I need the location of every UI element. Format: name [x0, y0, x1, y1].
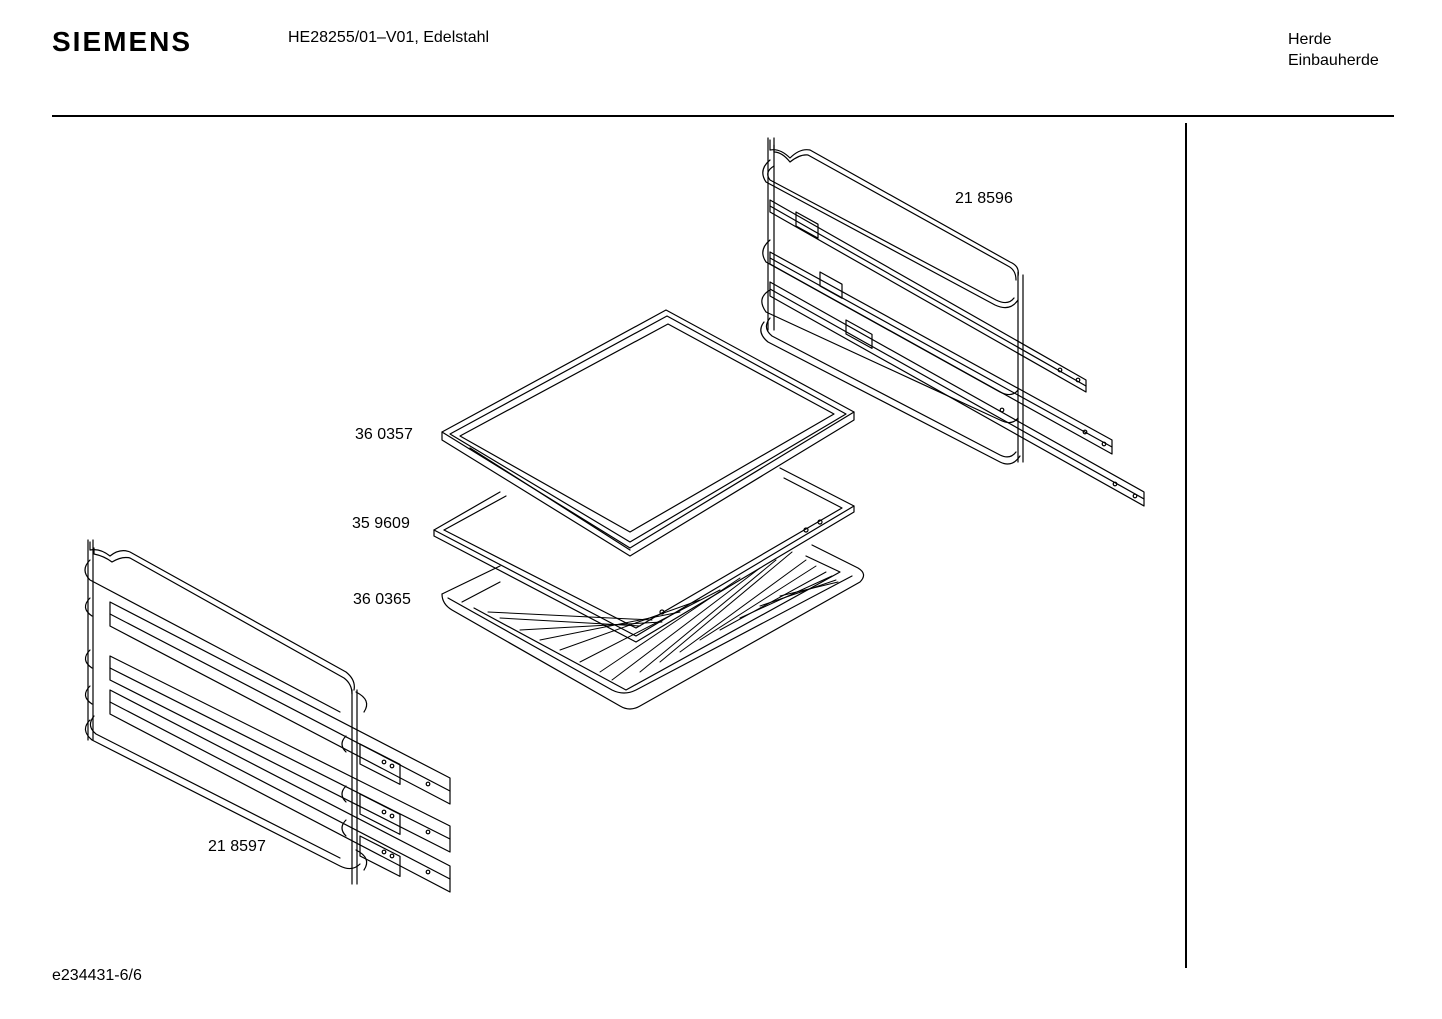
- side-rail-left: [85, 540, 450, 892]
- baking-tray: [442, 310, 854, 556]
- header-divider: [52, 115, 1394, 117]
- category-line-2: Einbauherde: [1288, 52, 1379, 69]
- model-title: HE28255/01–V01, Edelstahl: [288, 29, 490, 46]
- part-label-baking-tray: 36 0357: [355, 426, 413, 443]
- category-block: Herde Einbauherde: [1288, 29, 1379, 71]
- part-label-left-rail: 21 8597: [208, 838, 266, 855]
- part-label-enamel-pan: 35 9609: [352, 515, 410, 532]
- side-rail-right: [761, 138, 1144, 506]
- brand-logo: SIEMENS: [52, 26, 193, 57]
- wire-rack: [442, 545, 864, 709]
- enamel-pan: [434, 468, 854, 642]
- document-id: e234431-6/6: [52, 967, 142, 984]
- category-line-1: Herde: [1288, 31, 1332, 48]
- part-label-right-rail: 21 8596: [955, 190, 1013, 207]
- side-divider: [1185, 123, 1187, 968]
- part-label-wire-rack: 36 0365: [353, 591, 411, 608]
